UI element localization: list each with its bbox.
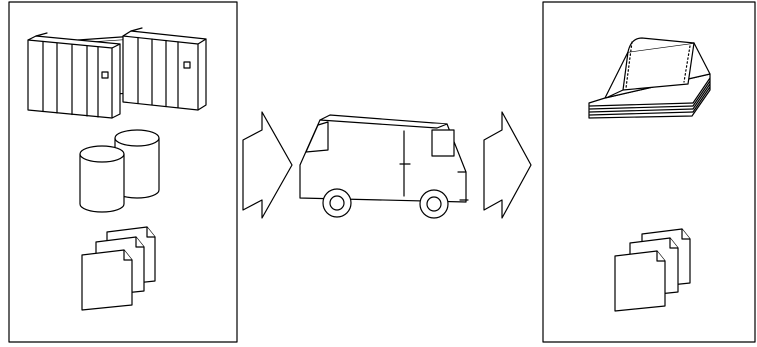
arrow-right-icon — [242, 111, 293, 219]
disk-storage-icon — [79, 129, 160, 213]
arrow-right-icon — [483, 111, 532, 219]
printed-output-icon — [588, 37, 711, 119]
documents-icon — [81, 226, 156, 311]
source-panel — [8, 1, 238, 343]
destination-panel — [542, 1, 756, 343]
mainframe-icon — [27, 27, 207, 119]
documents-icon — [614, 228, 691, 312]
delivery-van-icon — [299, 114, 469, 219]
